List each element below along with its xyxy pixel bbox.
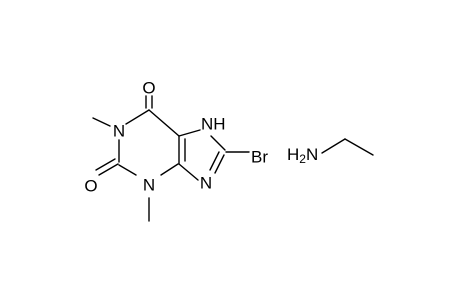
- atom-br: Br: [251, 148, 268, 167]
- bond-c8-n9-b: [209, 151, 220, 171]
- bond-c2-n3: [118, 164, 137, 176]
- atom-h-symbol: H: [287, 145, 299, 164]
- atom-n-symbol: N: [306, 145, 318, 164]
- atom-n3: N: [143, 176, 155, 195]
- atom-n9: N: [200, 174, 212, 193]
- ethylamine-bonds: [321, 138, 374, 156]
- bond-c2-o-a: [98, 163, 119, 176]
- bromotheophylline-atoms: O NH N O N N Br: [84, 79, 268, 196]
- atom-o-top: O: [142, 79, 155, 98]
- atom-o-left: O: [84, 177, 97, 196]
- bond-n1-c6: [125, 109, 150, 125]
- atom-n1: N: [113, 122, 125, 141]
- bond-n7-c8: [210, 135, 226, 151]
- bromotheophylline-molecule: O NH N O N N Br: [84, 79, 268, 222]
- bond-c5-n7: [178, 129, 201, 137]
- bond-c2-o-b: [95, 158, 116, 171]
- atom-nh: NH: [201, 115, 226, 134]
- bond-n3-c4: [160, 163, 179, 176]
- bond-n9-c4: [178, 163, 199, 181]
- ethylamine-molecule: H2N: [287, 138, 374, 167]
- atom-h2n: H2N: [287, 145, 318, 167]
- bond-n-ch2: [321, 138, 346, 154]
- atom-h-count: 2: [299, 152, 306, 166]
- bond-c5-c6: [148, 109, 180, 137]
- bond-c8-n9-a: [214, 154, 225, 174]
- bond-ch2-ch3: [344, 138, 374, 156]
- bond-n1-methyl: [92, 117, 111, 127]
- bromotheophylline-bonds: [92, 95, 250, 222]
